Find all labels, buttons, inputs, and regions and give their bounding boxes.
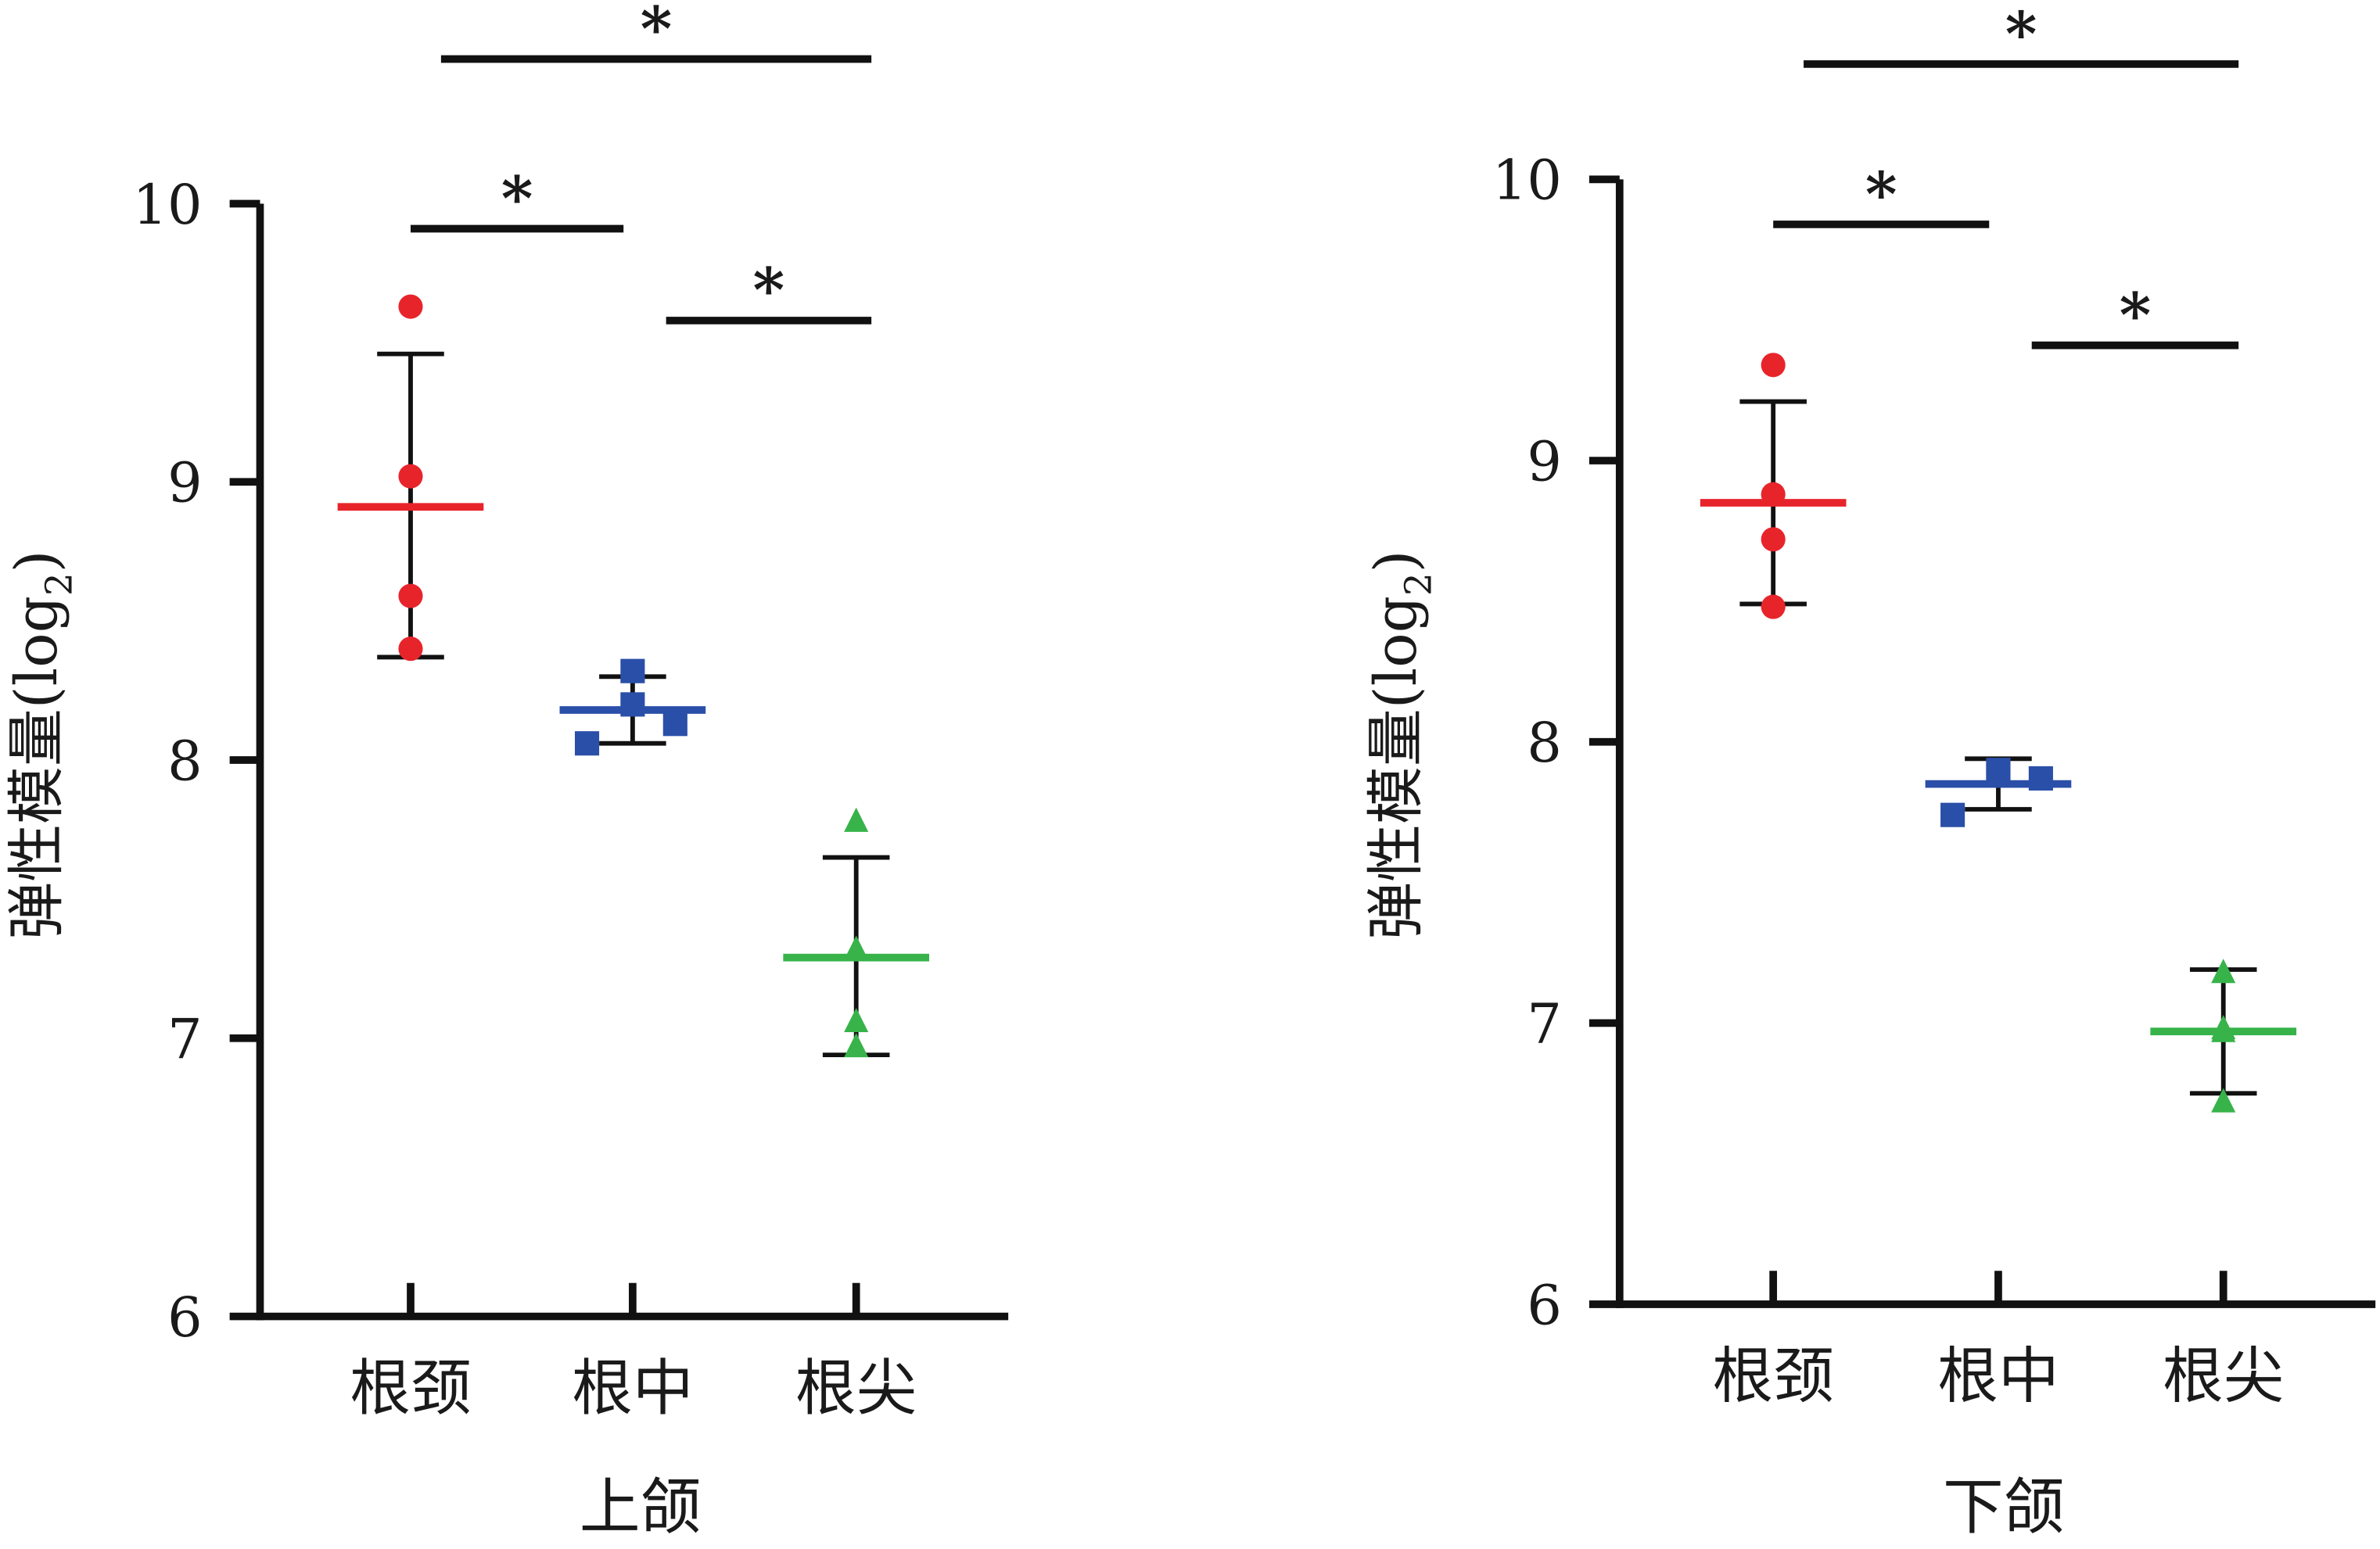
series-square (559, 658, 706, 756)
x-category-label: 根中 (572, 1354, 694, 1424)
y-axis-label-subscript: 2 (1398, 572, 1441, 596)
y-tick-label: 7 (1527, 992, 1562, 1056)
x-axis-label: 下颌 (1943, 1472, 2065, 1543)
data-point (1761, 594, 1786, 619)
y-tick-label: 9 (167, 451, 203, 515)
data-point (2211, 1017, 2236, 1042)
y-tick-label: 8 (1527, 711, 1562, 775)
data-point (620, 692, 645, 717)
y-axis-label-main: 弹性模量(log (1362, 596, 1430, 940)
data-point (662, 712, 687, 737)
y-tick-label: 9 (1527, 429, 1562, 493)
data-point (844, 1007, 869, 1033)
x-category-label: 根颈 (1712, 1342, 1834, 1412)
data-point (844, 935, 869, 960)
chart-panel-2: 6 7 8 9 10 根颈 根中 根尖 弹性模量(log2) 下颌 * * * (1362, 0, 2376, 1543)
data-point (398, 464, 423, 489)
x-category-label: 根尖 (2163, 1342, 2285, 1412)
significance-star: * (1865, 159, 1897, 230)
y-tick-label: 10 (133, 173, 203, 237)
x-axis-label: 上颌 (580, 1472, 702, 1543)
data-point (1761, 353, 1786, 378)
y-tick-label: 6 (167, 1285, 203, 1350)
y-axis-label-subscript: 2 (38, 572, 81, 596)
data-point (398, 583, 423, 608)
series-circle (337, 294, 484, 662)
x-category-label: 根颈 (350, 1354, 472, 1424)
y-axis-label-close: ) (3, 550, 70, 572)
data-point (620, 658, 645, 683)
y-axis-label: 弹性模量(log2) (3, 550, 81, 939)
y-tick-label: 6 (1527, 1273, 1562, 1337)
data-point (398, 636, 423, 662)
series-triangle (2150, 959, 2297, 1113)
series-square (1925, 756, 2072, 827)
data-point (1761, 527, 1786, 552)
data-point (574, 731, 600, 756)
x-category-label: 根尖 (795, 1354, 917, 1424)
series-triangle (783, 807, 930, 1058)
data-point (1761, 482, 1786, 507)
data-point (2211, 1088, 2236, 1113)
data-point (844, 1032, 869, 1058)
chart-panel-1: 6 7 8 9 10 根颈 根中 根尖 弹性模量(log2) 上颌 * * * (3, 0, 1009, 1543)
y-axis-label-main: 弹性模量(log (3, 596, 70, 940)
data-point (1986, 760, 2011, 785)
data-point (1940, 802, 1965, 827)
y-tick-label: 10 (1492, 149, 1562, 213)
significance-star: * (2120, 280, 2152, 351)
significance-star: * (641, 0, 673, 65)
data-point (2028, 766, 2053, 791)
data-point (398, 294, 423, 319)
x-category-label: 根中 (1937, 1342, 2059, 1412)
data-point (844, 807, 869, 832)
y-axis-label-close: ) (1362, 550, 1430, 572)
y-tick-label: 7 (167, 1007, 203, 1071)
significance-star: * (501, 163, 533, 235)
data-point (2211, 959, 2236, 984)
series-circle (1700, 353, 1847, 619)
significance-star: * (753, 255, 785, 326)
significance-star: * (2005, 0, 2037, 70)
y-tick-label: 8 (167, 729, 203, 793)
y-axis-label: 弹性模量(log2) (1362, 550, 1440, 939)
